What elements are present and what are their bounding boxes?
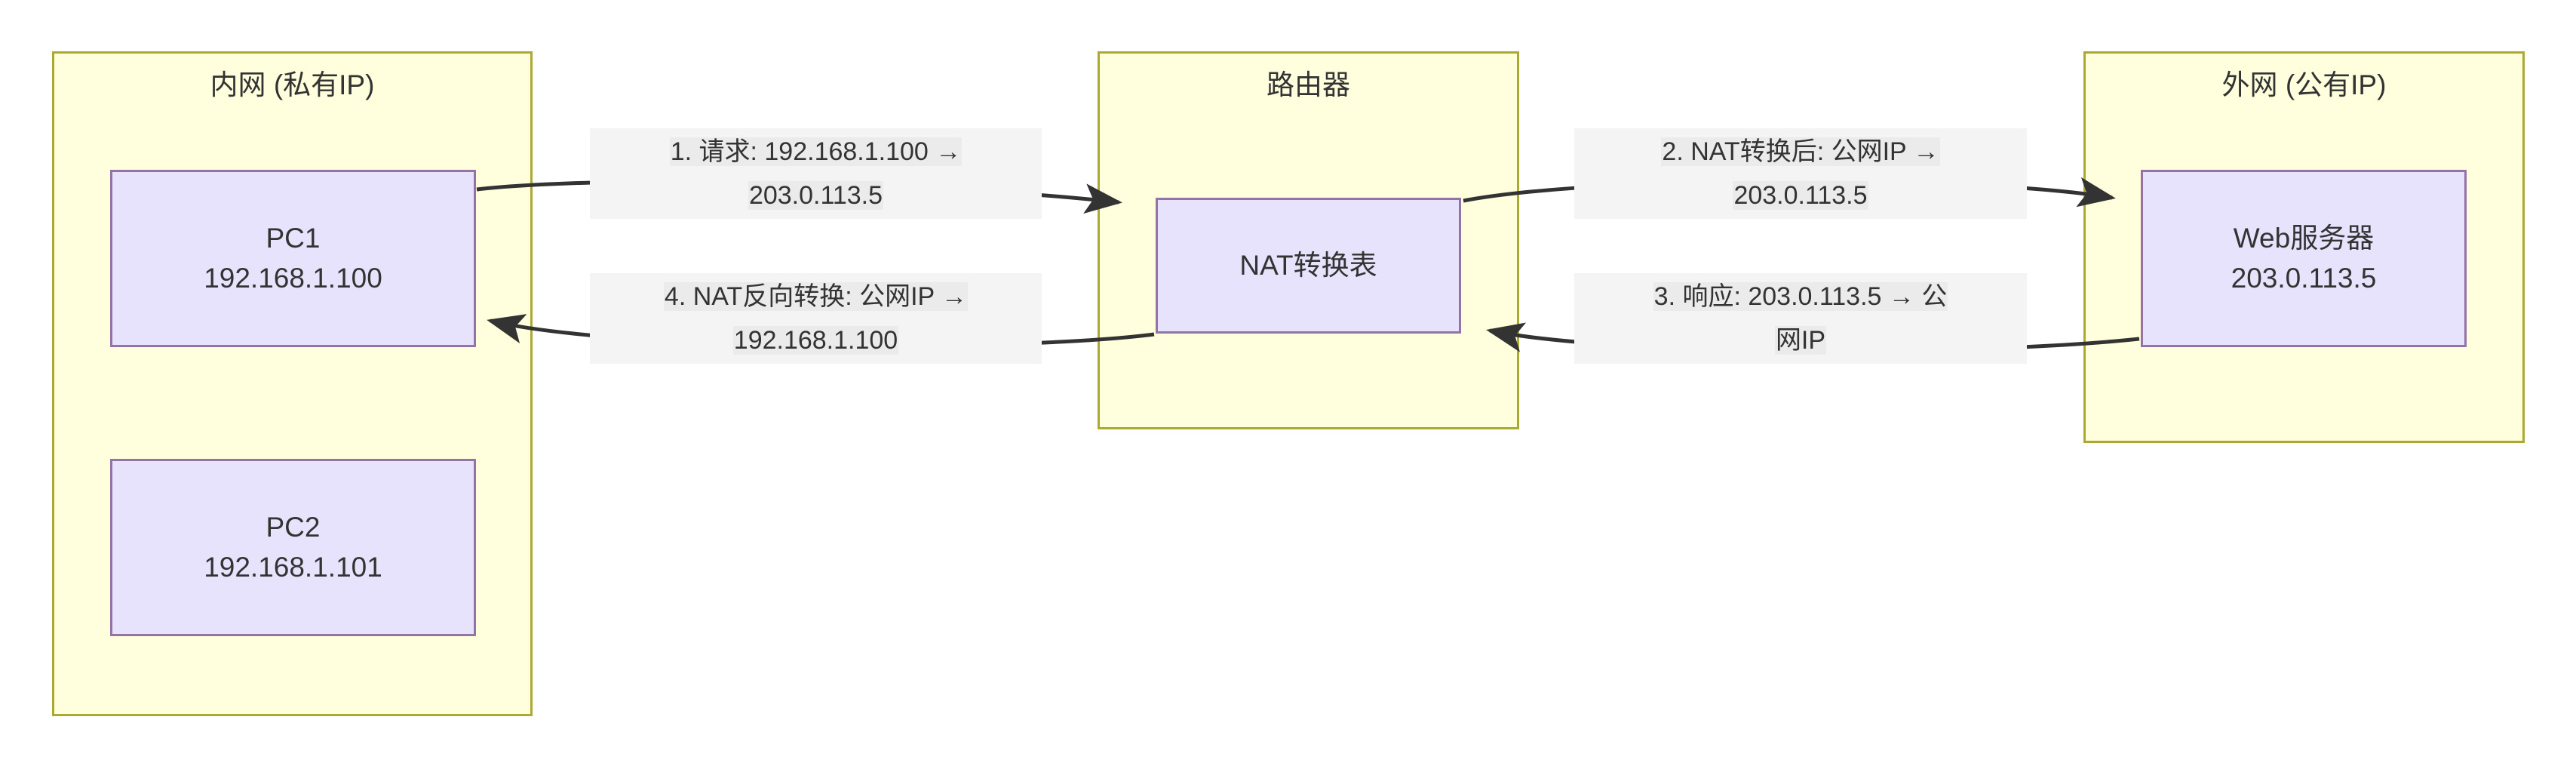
node-nat-table-label: NAT转换表 [1239, 249, 1377, 281]
edge-4-label-line-1: 4. NAT反向转换: 公网IP → [663, 282, 969, 311]
cluster-router-title: 路由器 [1267, 69, 1350, 100]
node-pc2-ip: 192.168.1.101 [204, 551, 382, 583]
edge-2-label-line-2: 203.0.113.5 [1733, 181, 1868, 210]
edge-3-label: 3. 响应: 203.0.113.5 → 公 网IP [1574, 273, 2027, 364]
edge-3-label-line-1: 3. 响应: 203.0.113.5 → 公 [1653, 282, 1948, 311]
edge-1-label-line-1: 1. 请求: 192.168.1.100 → [669, 137, 963, 166]
edge-4-label-line-2: 192.168.1.100 [732, 326, 899, 355]
edge-1-label: 1. 请求: 192.168.1.100 → 203.0.113.5 [590, 128, 1042, 219]
edge-1-label-line-2: 203.0.113.5 [748, 181, 884, 210]
node-pc1-label: PC1 [266, 222, 321, 254]
node-pc2[interactable]: PC2 192.168.1.101 [110, 459, 476, 636]
node-pc1-ip: 192.168.1.100 [204, 262, 382, 294]
edge-4-label: 4. NAT反向转换: 公网IP → 192.168.1.100 [590, 273, 1042, 364]
edge-2-label-line-1: 2. NAT转换后: 公网IP → [1661, 137, 1940, 166]
edge-2-label: 2. NAT转换后: 公网IP → 203.0.113.5 [1574, 128, 2027, 219]
node-web-server[interactable]: Web服务器 203.0.113.5 [2141, 170, 2467, 347]
node-nat-table[interactable]: NAT转换表 [1156, 198, 1461, 334]
node-pc2-label: PC2 [266, 511, 321, 543]
node-pc1[interactable]: PC1 192.168.1.100 [110, 170, 476, 347]
cluster-intranet-title: 内网 (私有IP) [210, 69, 375, 100]
node-web-server-ip: 203.0.113.5 [2231, 262, 2377, 294]
cluster-internet-title: 外网 (公有IP) [2221, 69, 2387, 100]
node-web-server-label: Web服务器 [2233, 222, 2375, 254]
edge-3-label-line-2: 网IP [1774, 326, 1827, 355]
